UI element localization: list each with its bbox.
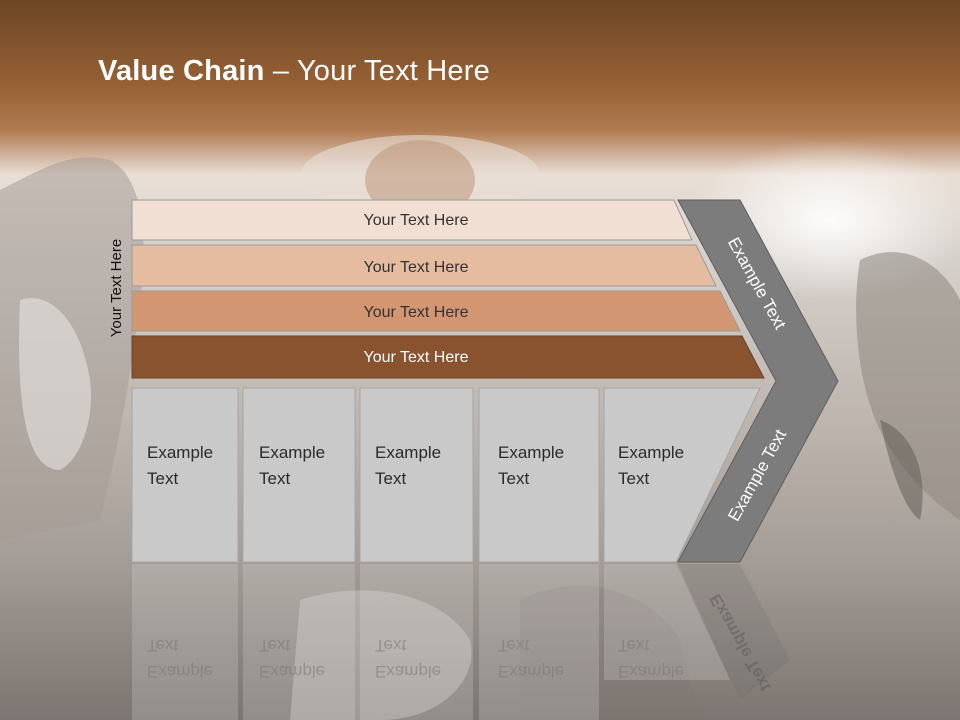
box-4-text: Example Text <box>498 440 564 492</box>
band-4-shape <box>131 335 765 379</box>
activity-box-2[interactable] <box>242 387 356 563</box>
activity-box-4[interactable] <box>478 387 600 563</box>
box-5-reflection: Example Text <box>618 636 685 681</box>
band-4[interactable]: Your Text Here <box>131 335 765 379</box>
band-1-label: Your Text Here <box>364 212 469 229</box>
band-1-shape <box>131 199 693 241</box>
activity-box-5[interactable] <box>603 387 761 563</box>
slide-title: Value Chain – Your Text Here <box>98 55 490 88</box>
box-4-line2: Text <box>498 469 530 488</box>
box-5-text: Example Text <box>618 440 684 492</box>
box-2-line2: Text <box>259 469 291 488</box>
band-3-shape <box>131 290 741 332</box>
box-2-line1: Example <box>259 443 326 462</box>
activity-box-3[interactable] <box>359 387 474 563</box>
band-2-label: Your Text Here <box>364 259 469 276</box>
box-3-reflection: Example Text <box>375 636 442 681</box>
box-5-line1: Example <box>618 443 685 462</box>
activity-boxes <box>131 387 761 563</box>
band-3-label: Your Text Here <box>364 304 469 321</box>
band-2-shape <box>131 244 717 287</box>
box-5-line2: Text <box>618 469 650 488</box>
box-2-text: Example Text <box>259 440 325 492</box>
band-2[interactable]: Your Text Here <box>131 244 717 287</box>
box-2-reflection: Example Text <box>259 636 326 681</box>
band-3[interactable]: Your Text Here <box>131 290 741 332</box>
boxes-reflection <box>132 564 790 720</box>
band-1[interactable]: Your Text Here <box>131 199 693 241</box>
box-4-line1: Example <box>498 443 565 462</box>
box-3-line2: Text <box>375 469 407 488</box>
box-3-text: Example Text <box>375 440 441 492</box>
box-1-reflection: Example Text <box>147 636 214 681</box>
title-rest: – Your Text Here <box>264 55 490 87</box>
chevron-shape <box>677 199 839 563</box>
box-3-line1: Example <box>375 443 442 462</box>
title-bold: Value Chain <box>98 55 265 87</box>
side-label: Your Text Here <box>108 239 125 337</box>
activity-box-1[interactable] <box>131 387 239 563</box>
box-1-line1: Example <box>147 443 214 462</box>
box-4-reflection: Example Text <box>498 636 565 681</box>
box-1-text: Example Text <box>147 440 213 492</box>
box-1-line2: Text <box>147 469 179 488</box>
band-4-label: Your Text Here <box>364 349 469 366</box>
